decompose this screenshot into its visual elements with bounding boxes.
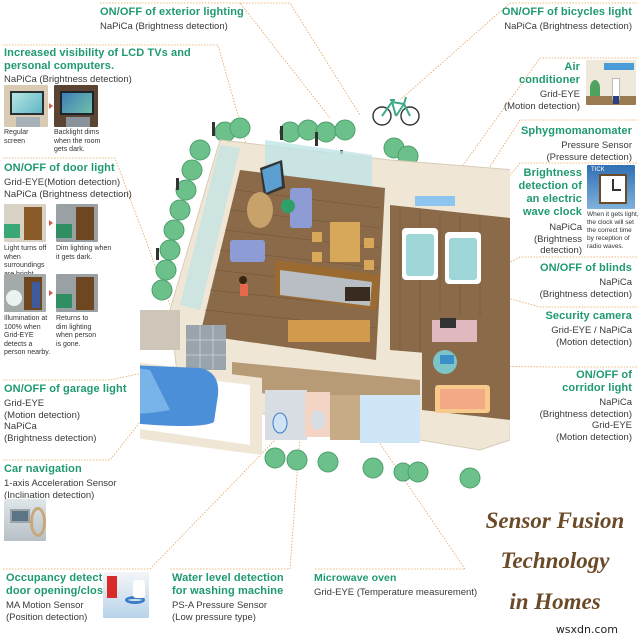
label-security-camera: Security camera Grid-EYE / NaPiCa (Motio… bbox=[546, 310, 633, 348]
door-light-full-caption: Illumination at 100% when Grid-EYE detec… bbox=[4, 315, 51, 356]
air-conditioner-heading-line2: conditioner bbox=[519, 74, 580, 86]
tv-regular-screen-image bbox=[4, 85, 48, 127]
occupancy-heading-line1: Occupancy detection, bbox=[6, 572, 123, 584]
blinds-sensor-type: (Brightness detection) bbox=[539, 288, 632, 300]
water-level-sensor: PS-A Pressure Sensor bbox=[172, 600, 268, 611]
tv-dimmed-screen-image bbox=[54, 85, 98, 127]
occupancy-sensor: MA Motion Sensor bbox=[6, 600, 84, 611]
house-illustration bbox=[0, 110, 516, 500]
door-light-sensor-2: NaPiCa (Brightness detection) bbox=[4, 188, 132, 200]
sphygmomanometer-sensor-type: (Pressure detection) bbox=[546, 151, 632, 163]
tv-regular-caption: Regular screen bbox=[4, 129, 29, 145]
door-light-dim-caption: Dim lighting when it gets dark. bbox=[56, 245, 112, 261]
occupancy-sensor-type: (Position detection) bbox=[6, 611, 88, 623]
corridor-light-heading-line2: corridor light bbox=[562, 382, 632, 394]
bicycles-light-sensor: NaPiCa (Brightness detection) bbox=[504, 21, 632, 32]
door-light-dim-image bbox=[56, 204, 98, 242]
label-wave-clock: Brightness detection of an electric wave… bbox=[518, 167, 582, 257]
car-navigation-sensor-type: (Inclination detection) bbox=[4, 489, 95, 501]
blinds-sensor: NaPiCa bbox=[599, 277, 632, 288]
title-line-3: in Homes bbox=[509, 589, 601, 614]
wave-clock-sensor-type-1: (Brightness bbox=[533, 233, 582, 245]
title-line-1: Sensor Fusion bbox=[485, 508, 625, 533]
toilet-image bbox=[103, 572, 149, 618]
arrow-right-icon bbox=[49, 220, 53, 226]
label-door-light: ON/OFF of door light Grid-EYE(Motion det… bbox=[4, 162, 132, 200]
bicycle-icon bbox=[372, 96, 420, 126]
corridor-light-sensor-2-type: (Motion detection) bbox=[555, 431, 632, 443]
water-level-heading-line1: Water level detection bbox=[172, 572, 284, 584]
corridor-light-heading-line1: ON/OFF of bbox=[576, 369, 632, 381]
wave-clock-caption: When it gets light, the clock will set t… bbox=[587, 211, 639, 250]
arrow-right-icon bbox=[49, 290, 53, 296]
label-sphygmomanometer: Sphygmomanomater Pressure Sensor (Pressu… bbox=[521, 125, 632, 163]
microwave-sensor: Grid-EYE (Temperature measurement) bbox=[314, 587, 478, 598]
wave-clock-heading-line2: detection of bbox=[518, 180, 582, 192]
floorplan-graphic bbox=[0, 117, 516, 489]
lcd-tvs-sensor: NaPiCa (Brightness detection) bbox=[4, 74, 132, 85]
door-light-return-image bbox=[56, 274, 98, 312]
wall-clock-image: TICK bbox=[587, 165, 635, 209]
tv-dimmed-caption: Backlight dims when the room gets dark. bbox=[54, 129, 101, 153]
label-lcd-tvs: Increased visibility of LCD TVs and pers… bbox=[4, 47, 224, 86]
car-navigation-sensor: 1-axis Acceleration Sensor bbox=[4, 478, 117, 489]
garage-light-sensor-1: Grid-EYE bbox=[4, 398, 45, 409]
label-car-navigation: Car navigation 1-axis Acceleration Senso… bbox=[4, 463, 116, 501]
label-microwave: Microwave oven Grid-EYE (Temperature mea… bbox=[314, 572, 477, 599]
label-air-conditioner: Air conditioner Grid-EYE (Motion detecti… bbox=[504, 61, 580, 112]
label-garage-light: ON/OFF of garage light Grid-EYE (Motion … bbox=[4, 383, 127, 444]
door-light-return-caption: Returns to dim lighting when person is g… bbox=[56, 315, 97, 348]
air-conditioner-heading-line1: Air bbox=[564, 61, 580, 73]
label-occupancy: Occupancy detection, door opening/closin… bbox=[6, 572, 122, 623]
garage-light-heading: ON/OFF of garage light bbox=[4, 383, 127, 395]
security-camera-heading: Security camera bbox=[545, 310, 632, 322]
wave-clock-sensor: NaPiCa bbox=[549, 222, 582, 233]
microwave-heading: Microwave oven bbox=[314, 572, 397, 584]
occupancy-heading-line2: door opening/closing bbox=[6, 585, 120, 597]
car-navigation-heading: Car navigation bbox=[4, 463, 82, 475]
corridor-light-sensor-1: NaPiCa bbox=[599, 397, 632, 408]
lcd-tvs-heading-line1: Increased visibility of LCD TVs and bbox=[4, 47, 191, 59]
air-conditioner-sensor-type: (Motion detection) bbox=[503, 100, 580, 112]
label-water-level: Water level detection for washing machin… bbox=[172, 572, 284, 623]
car-navigation-image bbox=[4, 499, 46, 541]
water-level-heading-line2: for washing machine bbox=[172, 585, 284, 597]
label-exterior-lighting: ON/OFF of exterior lighting NaPiCa (Brig… bbox=[100, 6, 244, 33]
wave-clock-heading-line3: an electric bbox=[526, 193, 582, 205]
label-bicycles-light: ON/OFF of bicycles light NaPiCa (Brightn… bbox=[502, 6, 632, 33]
corridor-light-sensor-2: Grid-EYE bbox=[591, 420, 632, 431]
watermark: wsxdn.com bbox=[555, 623, 618, 636]
door-light-full-image bbox=[4, 274, 46, 312]
air-conditioner-image bbox=[586, 60, 636, 105]
corridor-light-sensor-1-type: (Brightness detection) bbox=[539, 408, 632, 420]
security-camera-sensor: Grid-EYE / NaPiCa bbox=[551, 325, 632, 336]
wave-clock-sensor-type-2: detection) bbox=[540, 245, 582, 256]
blinds-heading: ON/OFF of blinds bbox=[539, 262, 632, 274]
bicycles-light-heading: ON/OFF of bicycles light bbox=[501, 6, 632, 18]
wave-clock-heading-line1: Brightness bbox=[523, 167, 582, 179]
door-light-heading: ON/OFF of door light bbox=[4, 162, 115, 174]
garage-light-sensor-2: NaPiCa bbox=[4, 421, 37, 432]
wave-clock-heading-line4: wave clock bbox=[522, 206, 582, 218]
air-conditioner-sensor: Grid-EYE bbox=[539, 89, 580, 100]
exterior-lighting-sensor: NaPiCa (Brightness detection) bbox=[100, 21, 228, 32]
label-blinds: ON/OFF of blinds NaPiCa (Brightness dete… bbox=[540, 262, 632, 300]
garage-light-sensor-2-type: (Brightness detection) bbox=[4, 432, 97, 444]
lcd-tvs-heading-line2: personal computers. bbox=[4, 60, 115, 72]
exterior-lighting-heading: ON/OFF of exterior lighting bbox=[100, 6, 244, 18]
security-camera-sensor-type: (Motion detection) bbox=[555, 336, 632, 348]
door-light-sensor-1: Grid-EYE(Motion detection) bbox=[4, 177, 121, 188]
door-light-off-image bbox=[4, 204, 46, 242]
label-corridor-light: ON/OFF of corridor light NaPiCa (Brightn… bbox=[540, 369, 632, 443]
sphygmomanometer-heading: Sphygmomanomater bbox=[520, 125, 632, 137]
sphygmomanometer-sensor: Pressure Sensor bbox=[561, 140, 632, 151]
clock-tag: TICK bbox=[591, 167, 605, 173]
garage-light-sensor-1-type: (Motion detection) bbox=[4, 409, 81, 421]
title-line-2: Technology bbox=[500, 548, 610, 573]
water-level-sensor-type: (Low pressure type) bbox=[172, 611, 256, 623]
arrow-right-icon bbox=[49, 103, 53, 109]
